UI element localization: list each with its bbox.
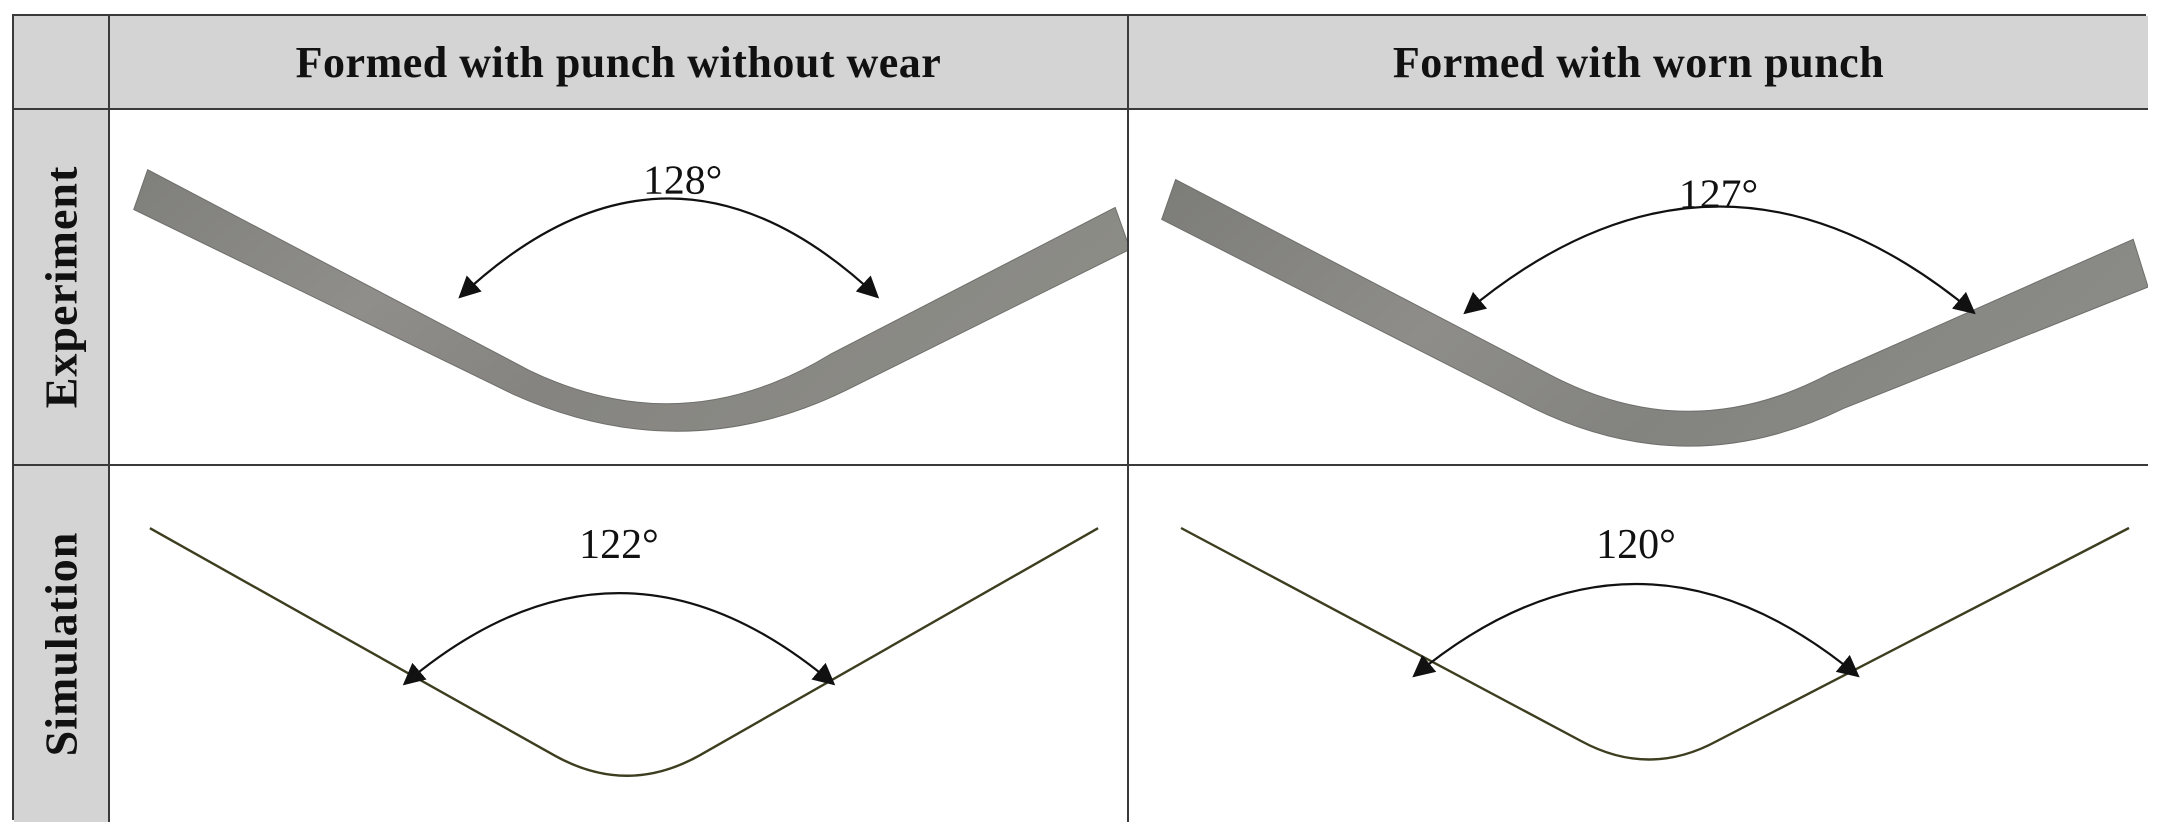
- angle-label: 127°: [1679, 171, 1758, 217]
- simulation-unworn-figure: 122°: [149, 522, 1099, 777]
- profile-line: [149, 527, 1099, 777]
- experiment-unworn-figure: 128°: [133, 158, 1127, 432]
- angle-arc: [1463, 205, 1976, 315]
- col-header-unworn-label: Formed with punch without wear: [295, 37, 942, 87]
- col-header-unworn: Formed with punch without wear: [110, 16, 1129, 110]
- row-header-experiment: Experiment: [14, 110, 110, 466]
- profile-line: [1180, 526, 2130, 761]
- cell-simulation-worn: 120°: [1129, 466, 2148, 822]
- row-header-simulation: Simulation: [14, 466, 110, 822]
- angle-label: 120°: [1596, 522, 1676, 568]
- col-header-worn-label: Formed with worn punch: [1392, 37, 1885, 87]
- angle-arc: [458, 197, 880, 299]
- angle-arc: [402, 592, 836, 686]
- cell-experiment-worn: 127°: [1129, 110, 2148, 466]
- col-header-worn: Formed with worn punch: [1129, 16, 2148, 110]
- angle-arc: [1412, 582, 1860, 678]
- angle-label: 122°: [579, 522, 659, 568]
- row-header-experiment-label: Experiment: [35, 165, 87, 409]
- cell-experiment-unworn: 128°: [110, 110, 1129, 466]
- simulation-worn-figure: 120°: [1180, 522, 2130, 761]
- corner-cell: [14, 16, 110, 110]
- comparison-table: Formed with punch without wear Formed wi…: [12, 14, 2148, 822]
- angle-label: 128°: [643, 158, 722, 204]
- experiment-worn-figure: 127°: [1161, 171, 2148, 447]
- bent-strip: [133, 168, 1127, 432]
- cell-simulation-unworn: 122°: [110, 466, 1129, 822]
- row-header-simulation-label: Simulation: [35, 531, 87, 757]
- bent-strip: [1161, 178, 2148, 447]
